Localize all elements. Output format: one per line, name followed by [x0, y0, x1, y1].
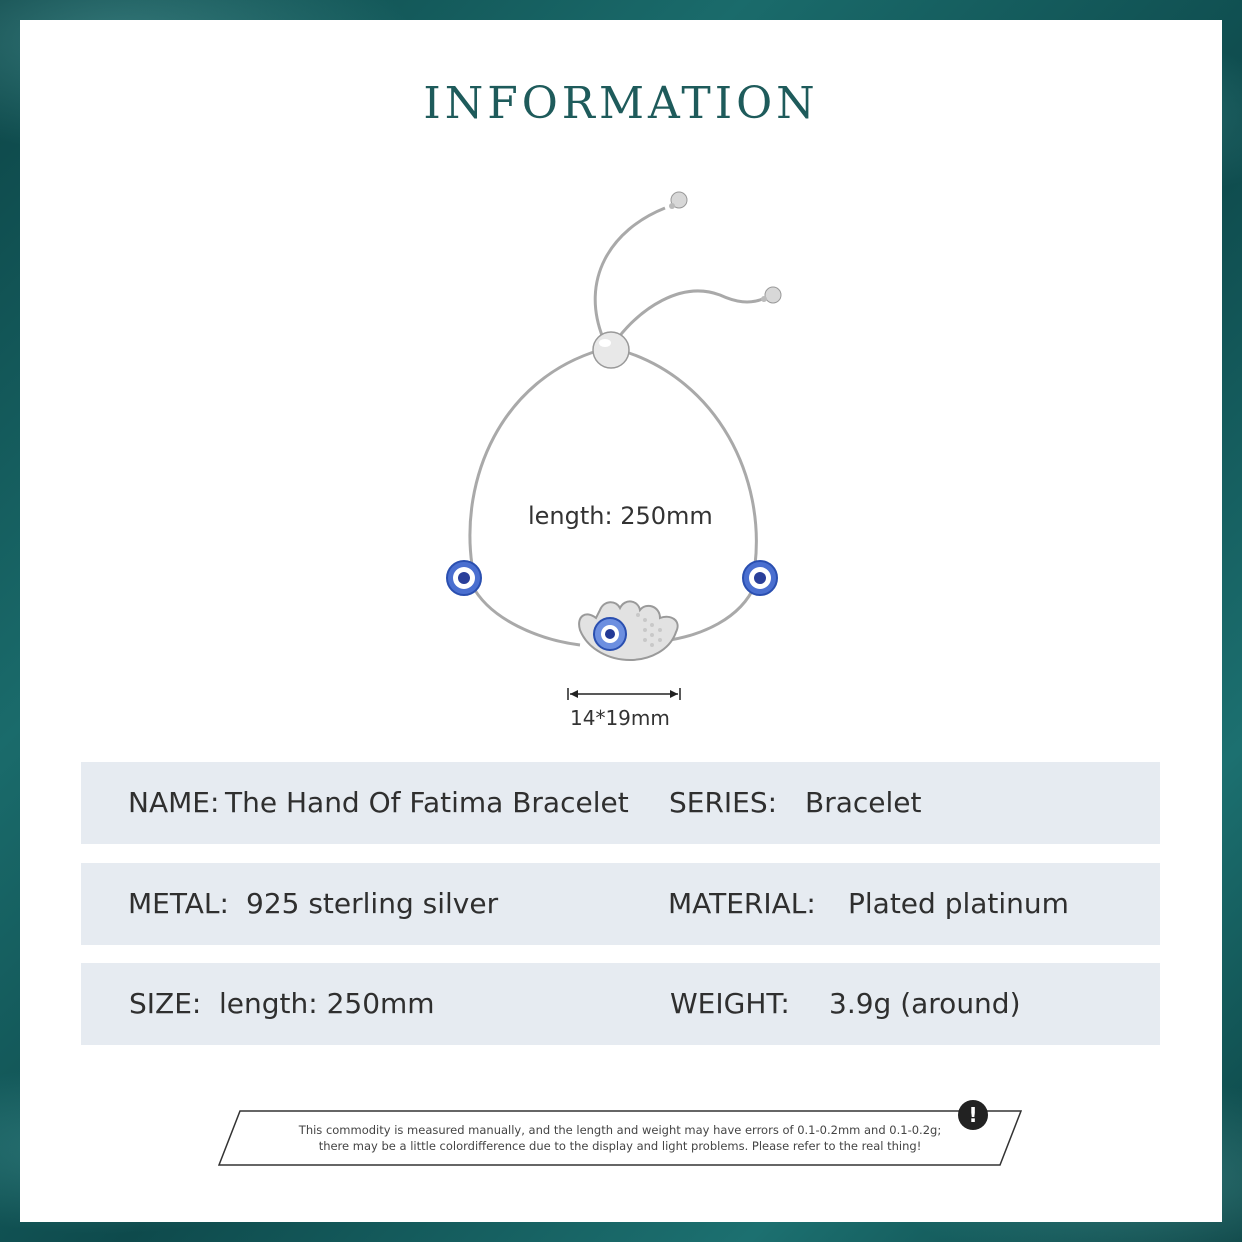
size-value: length: 250mm — [219, 987, 435, 1020]
weight-label: WEIGHT: — [670, 987, 790, 1020]
weight-value: 3.9g (around) — [829, 987, 1021, 1020]
material-value: Plated platinum — [848, 887, 1069, 920]
material-label: MATERIAL: — [668, 887, 816, 920]
series-value: Bracelet — [805, 786, 922, 819]
disclaimer-line-1: This commodity is measured manually, and… — [298, 1123, 942, 1137]
bracelet-image — [446, 191, 782, 700]
page-title: INFORMATION — [423, 78, 819, 129]
metal-value: 925 sterling silver — [246, 887, 499, 920]
spec-row-size-weight: SIZE: length: 250mm WEIGHT: 3.9g (around… — [81, 963, 1160, 1045]
disclaimer-text: This commodity is measured manually, and… — [258, 1122, 982, 1154]
pendant-size-label: 14*19mm — [570, 706, 670, 730]
series-label: SERIES: — [669, 786, 778, 819]
name-label: NAME: — [128, 786, 220, 819]
size-label: SIZE: — [129, 987, 202, 1020]
metal-label: METAL: — [128, 887, 229, 920]
disclaimer-box: This commodity is measured manually, and… — [218, 1100, 1022, 1166]
disclaimer-frame — [218, 1110, 1022, 1166]
info-card: INFORMATION — [20, 20, 1222, 1222]
exclamation-icon: ! — [958, 1100, 988, 1130]
name-value: The Hand Of Fatima Bracelet — [225, 786, 629, 819]
spec-row-metal-material: METAL: 925 sterling silver MATERIAL: Pla… — [81, 863, 1160, 945]
bracelet-length-label: length: 250mm — [528, 502, 713, 530]
spec-row-name-series: NAME: The Hand Of Fatima Bracelet SERIES… — [81, 762, 1160, 844]
disclaimer-line-2: there may be a little colordifference du… — [318, 1139, 922, 1153]
